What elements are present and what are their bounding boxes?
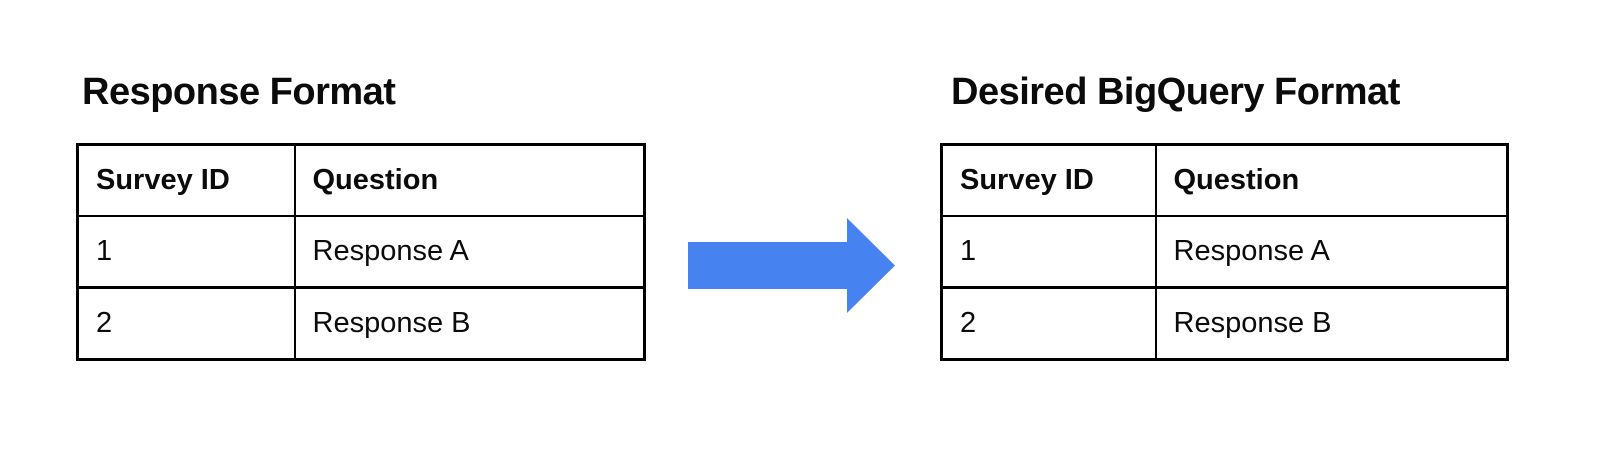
left-panel-title: Response Format — [82, 71, 396, 113]
column-header-survey-id: Survey ID — [940, 143, 1157, 217]
column-header-survey-id: Survey ID — [76, 143, 296, 217]
cell-survey-id: 1 — [940, 215, 1157, 289]
table-header-row: Survey ID Question — [940, 143, 1509, 217]
right-arrow-shape — [688, 218, 895, 313]
cell-survey-id: 2 — [940, 286, 1157, 361]
column-header-question: Question — [293, 143, 646, 217]
cell-survey-id: 2 — [76, 286, 296, 361]
right-panel-title: Desired BigQuery Format — [951, 71, 1400, 113]
column-header-question: Question — [1154, 143, 1509, 217]
right-arrow-icon — [688, 218, 895, 313]
cell-question: Response B — [1154, 286, 1509, 361]
cell-question: Response A — [293, 215, 646, 289]
table-row: 1 Response A — [940, 215, 1509, 289]
table-row: 2 Response B — [940, 286, 1509, 361]
desired-bigquery-format-table: Survey ID Question 1 Response A 2 Respon… — [940, 143, 1509, 361]
cell-question: Response A — [1154, 215, 1509, 289]
table-row: 1 Response A — [76, 215, 646, 289]
cell-question: Response B — [293, 286, 646, 361]
table-header-row: Survey ID Question — [76, 143, 646, 217]
table-row: 2 Response B — [76, 286, 646, 361]
response-format-table: Survey ID Question 1 Response A 2 Respon… — [76, 143, 646, 361]
cell-survey-id: 1 — [76, 215, 296, 289]
